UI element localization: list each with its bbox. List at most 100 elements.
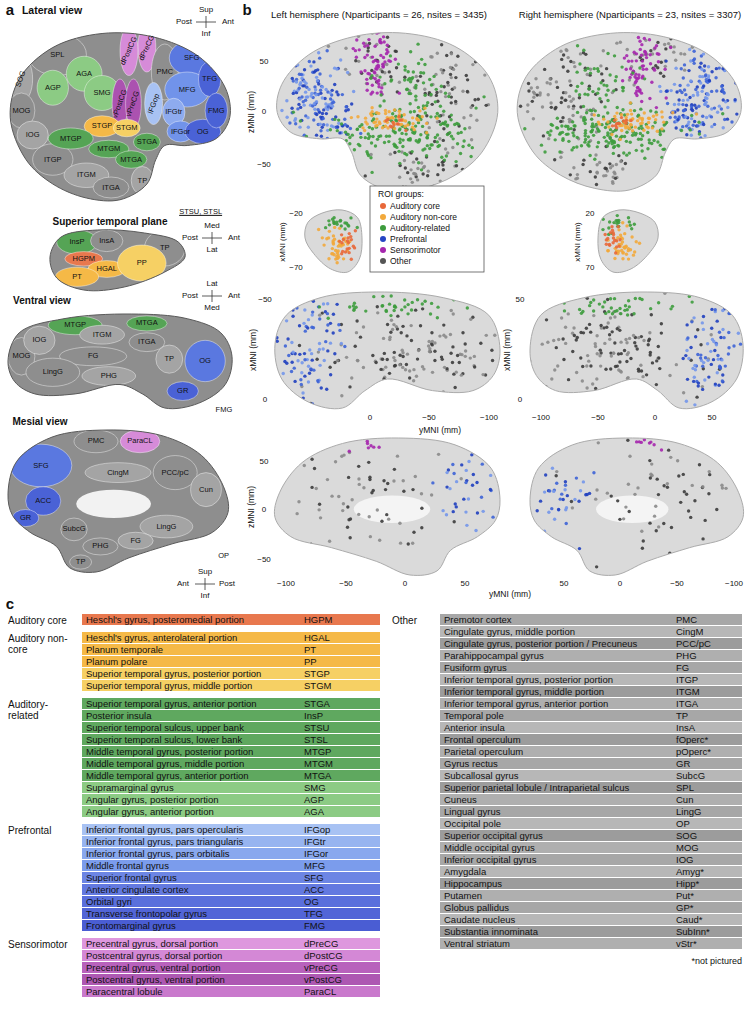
electrode-site bbox=[532, 117, 535, 120]
electrode-site bbox=[700, 90, 703, 93]
electrode-site bbox=[327, 21, 330, 24]
electrode-site bbox=[300, 77, 303, 80]
electrode-site bbox=[685, 103, 688, 106]
electrode-site bbox=[635, 149, 638, 152]
electrode-site bbox=[366, 49, 369, 52]
electrode-site bbox=[630, 112, 633, 115]
electrode-site bbox=[652, 115, 655, 118]
electrode-site bbox=[426, 144, 429, 147]
electrode-site bbox=[284, 42, 287, 45]
electrode-site bbox=[559, 177, 562, 180]
electrode-site bbox=[624, 162, 627, 165]
electrode-site bbox=[464, 349, 467, 352]
electrode-site bbox=[718, 143, 721, 146]
electrode-site bbox=[572, 107, 575, 110]
electrode-site bbox=[329, 74, 332, 77]
electrode-site bbox=[397, 62, 400, 65]
electrode-site bbox=[423, 63, 426, 66]
electrode-site bbox=[582, 48, 585, 51]
electrode-site bbox=[383, 352, 386, 355]
electrode-site bbox=[571, 131, 574, 134]
electrode-site bbox=[715, 67, 718, 70]
electrode-site bbox=[445, 154, 448, 157]
electrode-site bbox=[661, 115, 664, 118]
electrode-site bbox=[569, 60, 572, 63]
electrode-site bbox=[421, 172, 424, 175]
electrode-site bbox=[436, 133, 439, 136]
electrode-site bbox=[310, 352, 313, 355]
electrode-site bbox=[641, 134, 644, 137]
electrode-site bbox=[675, 90, 678, 93]
electrode-site bbox=[560, 96, 563, 99]
electrode-site bbox=[335, 255, 338, 258]
electrode-site bbox=[696, 124, 699, 127]
electrode-site bbox=[341, 250, 344, 253]
electrode-site bbox=[602, 83, 605, 86]
electrode-site bbox=[414, 124, 417, 127]
electrode-site bbox=[631, 129, 634, 132]
electrode-site bbox=[319, 129, 322, 132]
electrode-site bbox=[617, 244, 620, 247]
electrode-site bbox=[319, 156, 322, 159]
electrode-site bbox=[454, 100, 457, 103]
electrode-site bbox=[428, 350, 431, 353]
brain-surface bbox=[275, 292, 500, 409]
electrode-site bbox=[302, 322, 305, 325]
electrode-site bbox=[452, 68, 455, 71]
electrode-site bbox=[344, 123, 347, 126]
electrode-site bbox=[316, 379, 319, 382]
electrode-site bbox=[335, 261, 338, 264]
electrode-site bbox=[352, 47, 355, 50]
brain-region bbox=[205, 93, 227, 128]
electrode-site bbox=[703, 103, 706, 106]
electrode-site bbox=[318, 56, 321, 59]
electrode-site bbox=[388, 372, 391, 375]
electrode-site bbox=[298, 353, 301, 356]
electrode-site bbox=[419, 75, 422, 78]
electrode-site bbox=[316, 147, 319, 150]
electrode-site bbox=[395, 119, 398, 122]
electrode-site bbox=[614, 251, 617, 254]
electrode-site bbox=[545, 81, 548, 84]
electrode-site bbox=[612, 89, 615, 92]
electrode-site bbox=[325, 387, 328, 390]
electrode-site bbox=[298, 125, 301, 128]
electrode-site bbox=[566, 56, 569, 59]
electrode-site bbox=[638, 89, 641, 92]
electrode-site bbox=[580, 82, 583, 85]
electrode-site bbox=[401, 355, 404, 358]
electrode-site bbox=[618, 238, 621, 241]
electrode-site bbox=[338, 131, 341, 134]
electrode-site bbox=[704, 96, 707, 99]
electrode-site bbox=[307, 380, 310, 383]
electrode-site bbox=[559, 120, 562, 123]
electrode-site bbox=[663, 123, 666, 126]
electrode-site bbox=[637, 127, 640, 130]
electrode-site bbox=[381, 70, 384, 73]
electrode-site bbox=[287, 59, 290, 62]
electrode-site bbox=[289, 297, 292, 300]
electrode-site bbox=[595, 183, 598, 186]
electrode-site bbox=[455, 164, 458, 167]
electrode-site bbox=[536, 86, 539, 89]
electrode-site bbox=[346, 239, 349, 242]
electrode-site bbox=[468, 126, 471, 129]
electrode-site bbox=[398, 110, 401, 113]
brain-region bbox=[10, 444, 72, 487]
electrode-site bbox=[553, 158, 556, 161]
electrode-site bbox=[326, 312, 329, 315]
electrode-site bbox=[634, 81, 637, 84]
electrode-site bbox=[683, 68, 686, 71]
electrode-site bbox=[621, 108, 624, 111]
electrode-site bbox=[684, 93, 687, 96]
electrode-site bbox=[420, 58, 423, 61]
electrode-site bbox=[418, 109, 421, 112]
electrode-site bbox=[344, 46, 347, 49]
electrode-site bbox=[623, 232, 626, 235]
electrode-site bbox=[699, 81, 702, 84]
electrode-site bbox=[733, 98, 736, 101]
electrode-site bbox=[336, 125, 339, 128]
electrode-site bbox=[424, 111, 427, 114]
electrode-site bbox=[446, 81, 449, 84]
electrode-site bbox=[375, 74, 378, 77]
